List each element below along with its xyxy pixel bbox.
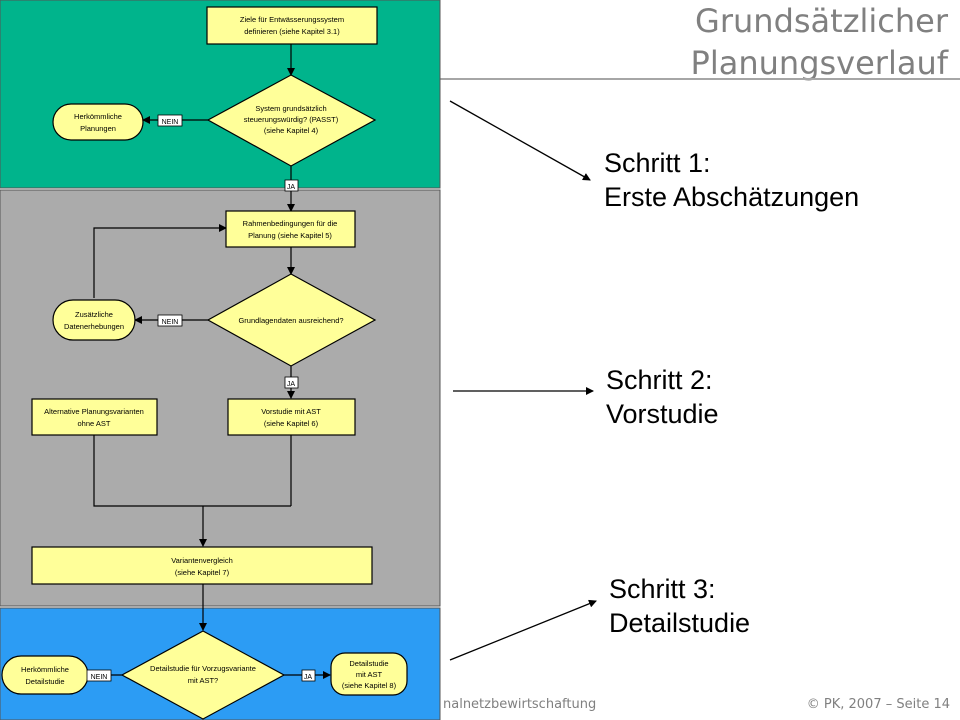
node-ziele: Ziele für Entwässerungssystem definieren… [206, 6, 378, 45]
svg-text:Herkömmliche: Herkömmliche [74, 112, 122, 121]
svg-text:mit AST: mit AST [356, 670, 383, 679]
step1-arrow [449, 100, 591, 181]
node-herkoemmliche-detailstudie: Herkömmliche Detailstudie [1, 655, 89, 695]
svg-text:mit AST?: mit AST? [188, 676, 218, 685]
svg-text:Detailstudie: Detailstudie [25, 677, 64, 686]
svg-text:Detailstudie: Detailstudie [349, 659, 388, 668]
node-alternative-planungsvarianten: Alternative Planungsvarianten ohne AST [31, 398, 158, 436]
svg-text:Zusätzliche: Zusätzliche [75, 310, 113, 319]
node-rahmenbedingungen: Rahmenbedingungen für die Planung (siehe… [225, 210, 356, 248]
svg-text:JA: JA [304, 674, 313, 681]
label-nein-1: NEIN [157, 114, 183, 127]
svg-text:NEIN: NEIN [162, 119, 179, 126]
svg-text:Grundlagendaten ausreichend?: Grundlagendaten ausreichend? [238, 316, 343, 325]
step3-heading: Schritt 3: [609, 574, 716, 604]
svg-text:Variantenvergleich: Variantenvergleich [171, 556, 233, 565]
slide-title-line2: Planungsverlauf [690, 44, 948, 82]
svg-text:JA: JA [287, 381, 296, 388]
step1-description: Erste Abschätzungen [604, 182, 860, 212]
label-nein-3: NEIN [86, 669, 112, 682]
title-divider [440, 78, 960, 80]
label-ja-3: JA [301, 669, 316, 682]
svg-text:System grundsätzlich: System grundsätzlich [255, 104, 326, 113]
step2-description: Vorstudie [606, 399, 719, 429]
node-system-decision: System grundsätzlich steuerungswürdig? (… [206, 74, 377, 167]
label-nein-2: NEIN [157, 314, 183, 327]
footer-page-info: © PK, 2007 – Seite 14 [806, 697, 950, 712]
svg-text:JA: JA [287, 184, 296, 191]
step3-arrow [449, 599, 597, 661]
svg-text:definieren (siehe Kapitel 3.1): definieren (siehe Kapitel 3.1) [244, 27, 340, 36]
svg-text:Rahmenbedingungen für die: Rahmenbedingungen für die [243, 219, 338, 228]
slide-title-line1: Grundsätzlicher [695, 2, 948, 40]
step2-text: Schritt 2: Vorstudie [606, 363, 719, 431]
svg-text:(siehe Kapitel 7): (siehe Kapitel 7) [175, 568, 230, 577]
svg-text:Ziele für Entwässerungssystem: Ziele für Entwässerungssystem [240, 15, 344, 24]
svg-text:(siehe Kapitel 6): (siehe Kapitel 6) [264, 419, 319, 428]
svg-text:Vorstudie mit AST: Vorstudie mit AST [261, 407, 321, 416]
svg-text:Datenerhebungen: Datenerhebungen [64, 322, 124, 331]
label-ja-2: JA [284, 376, 299, 389]
svg-text:(siehe Kapitel 8): (siehe Kapitel 8) [342, 681, 397, 690]
step3-description: Detailstudie [609, 608, 751, 638]
step3-text: Schritt 3: Detailstudie [609, 572, 750, 640]
svg-text:Alternative Planungsvarianten: Alternative Planungsvarianten [44, 407, 144, 416]
footer-left: nalnetzbewirtschaftung [443, 697, 597, 712]
svg-text:Detailstudie für Vorzugsvarian: Detailstudie für Vorzugsvariante [150, 664, 256, 673]
phase2-background [0, 189, 441, 607]
node-zusaetzliche-datenerhebungen: Zusätzliche Datenerhebungen [52, 299, 136, 341]
node-vorstudie: Vorstudie mit AST (siehe Kapitel 6) [227, 398, 356, 436]
svg-text:Planung (siehe Kapitel 5): Planung (siehe Kapitel 5) [248, 231, 332, 240]
node-variantenvergleich: Variantenvergleich (siehe Kapitel 7) [31, 546, 373, 585]
svg-text:steuerungswürdig? (PASST): steuerungswürdig? (PASST) [244, 115, 339, 124]
svg-text:NEIN: NEIN [91, 674, 108, 681]
svg-text:(siehe Kapitel 4): (siehe Kapitel 4) [264, 126, 319, 135]
node-herkoemmliche-planungen: Herkömmliche Planungen [52, 103, 144, 141]
node-grundlagen-decision: Grundlagendaten ausreichend? [206, 273, 377, 367]
label-ja-1: JA [284, 179, 299, 192]
node-detailstudie-mit-ast: Detailstudie mit AST (siehe Kapitel 8) [330, 652, 408, 696]
step1-heading: Schritt 1: [604, 148, 711, 178]
step2-heading: Schritt 2: [606, 365, 713, 395]
step1-text: Schritt 1: Erste Abschätzungen [604, 146, 859, 214]
svg-text:Herkömmliche: Herkömmliche [21, 665, 69, 674]
svg-text:ohne AST: ohne AST [78, 419, 111, 428]
svg-text:NEIN: NEIN [162, 319, 179, 326]
svg-text:Planungen: Planungen [80, 124, 116, 133]
node-detailstudie-decision: Detailstudie für Vorzugsvariante mit AST… [120, 630, 286, 720]
